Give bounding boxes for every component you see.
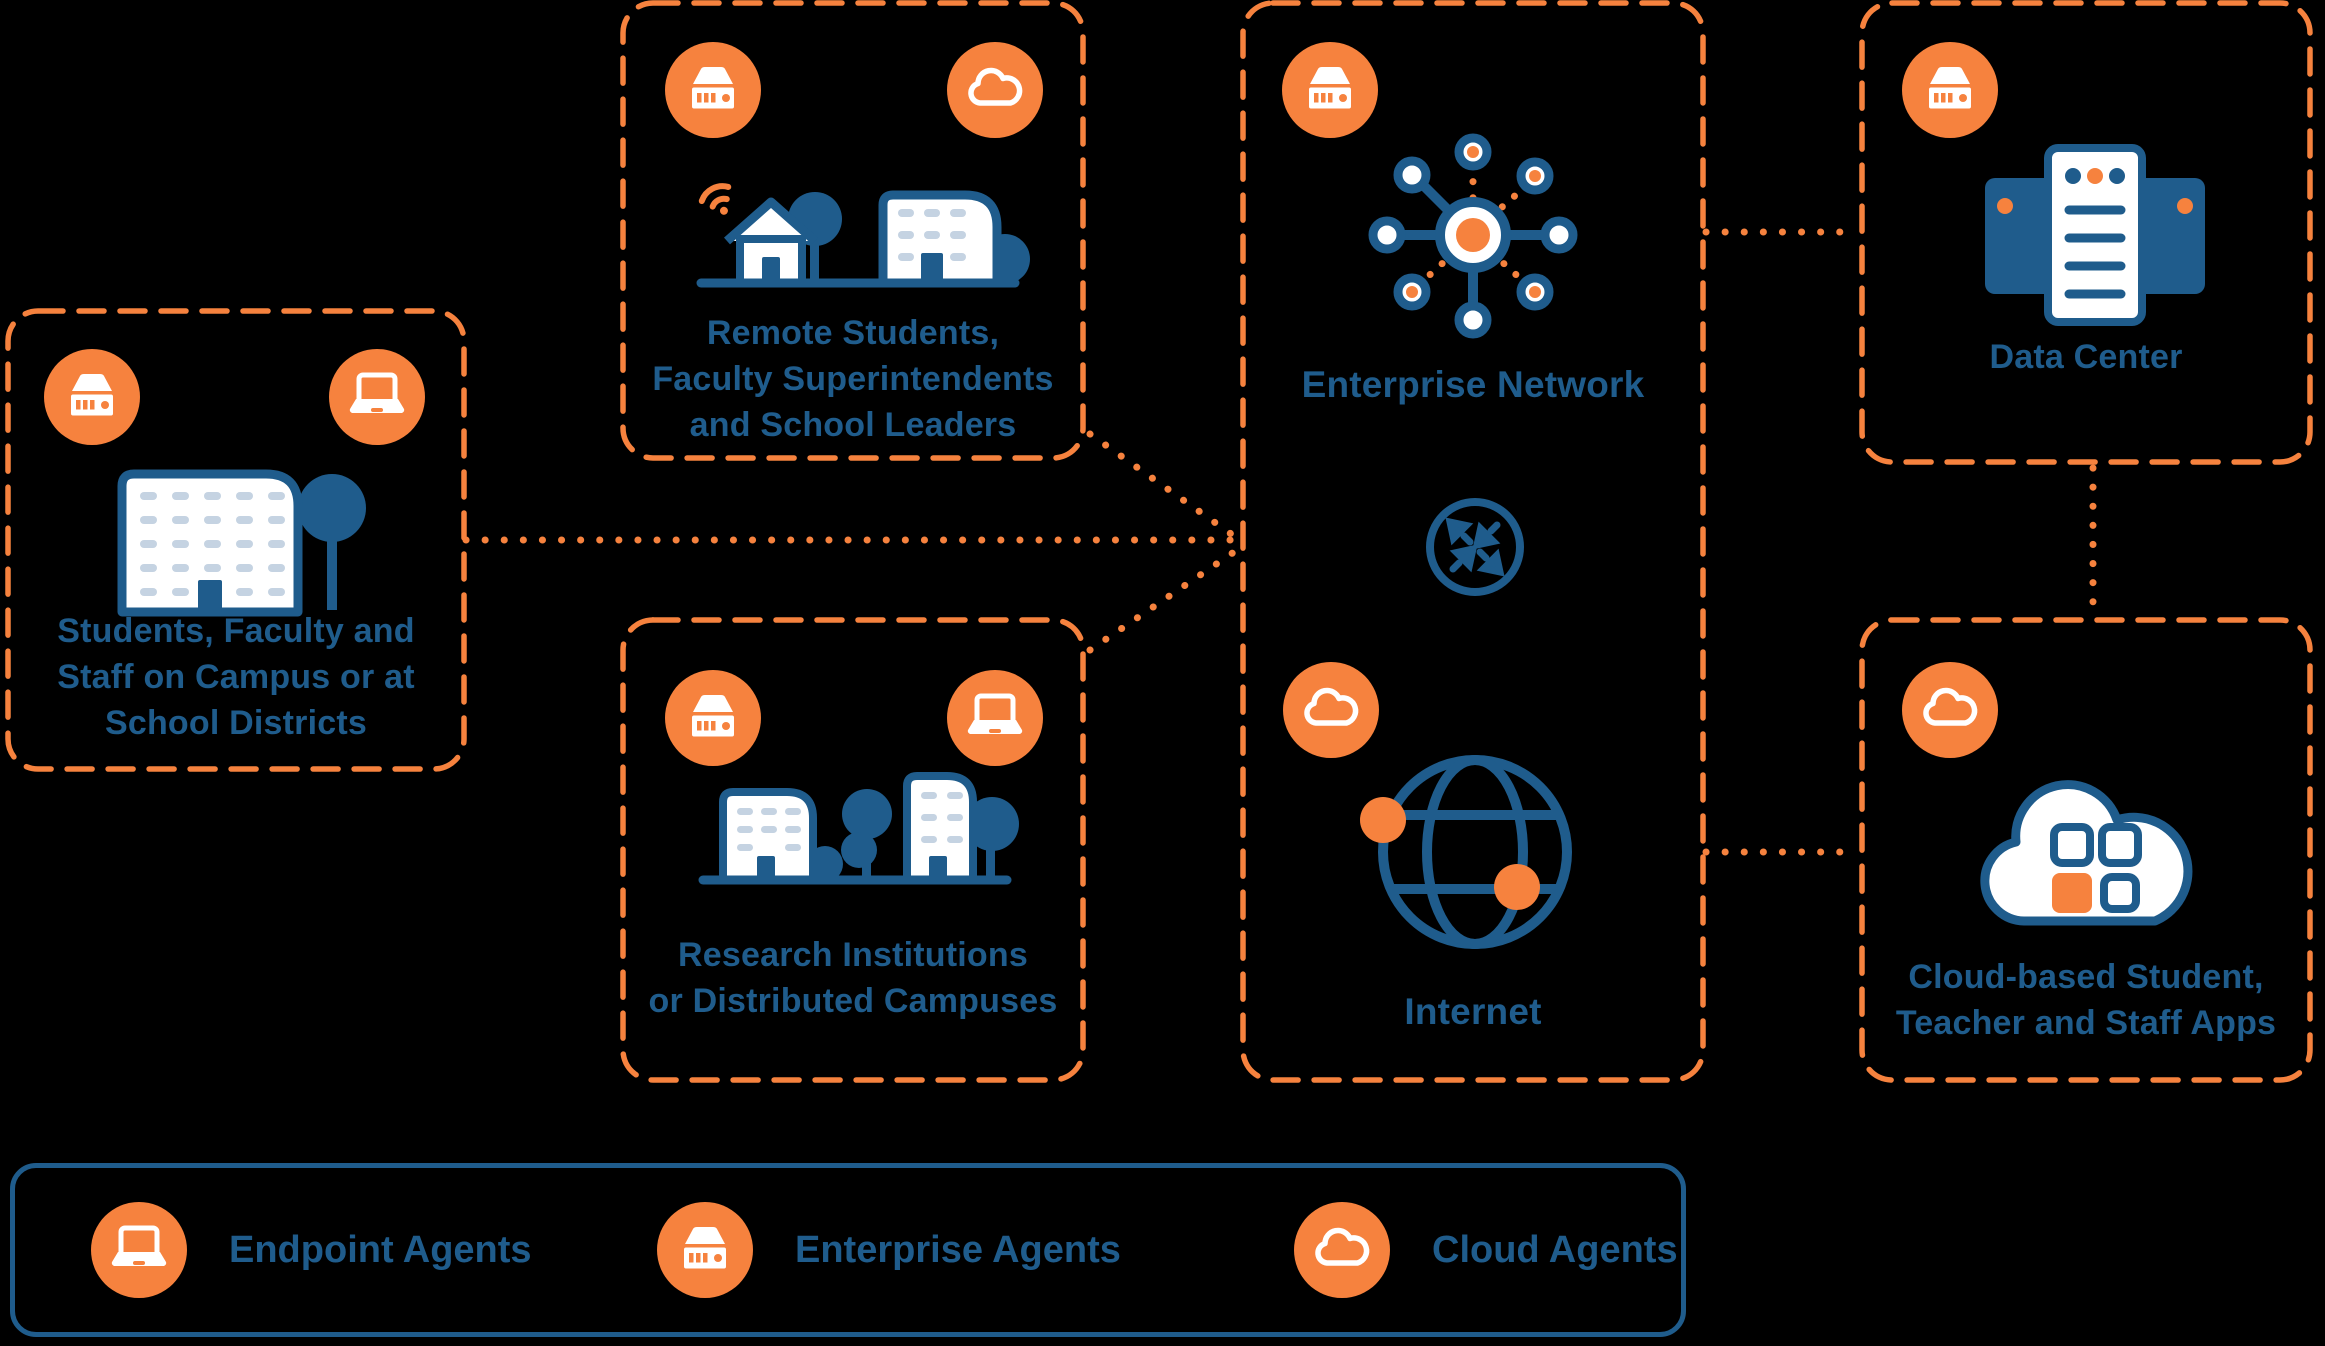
campus-label-line3: School Districts	[104, 704, 368, 742]
legend-item-cloud: Cloud Agents	[1294, 1202, 1678, 1298]
enterprise-device-icon	[657, 1202, 753, 1298]
data-center-server-icon	[1985, 144, 2205, 326]
laptop-icon	[329, 349, 425, 445]
data-center-label: Data Center	[1989, 338, 2183, 376]
enterprise-device-icon	[44, 349, 140, 445]
remote-home-illustration	[696, 183, 1030, 288]
campus-label: Students, Faculty and Staff on Campus or…	[8, 608, 464, 746]
cloud-apps-label: Cloud-based Student, Teacher and Staff A…	[1862, 954, 2310, 1046]
internet-label: Internet	[1404, 991, 1542, 1032]
enterprise-device-icon	[665, 42, 761, 138]
remote-label-line2: Faculty Superintendents	[652, 360, 1054, 398]
cloud-icon	[1902, 662, 1998, 758]
remote-label-line1: Remote Students,	[706, 314, 1000, 352]
campus-label-line2: Staff on Campus or at	[57, 658, 415, 696]
campus-building-illustration	[117, 469, 366, 617]
remote-label-line3: and School Leaders	[689, 406, 1017, 444]
cloud-icon	[1283, 662, 1379, 758]
cloud-icon	[947, 42, 1043, 138]
research-label-line2: or Distributed Campuses	[648, 982, 1058, 1020]
campus-label-line1: Students, Faculty and	[57, 612, 415, 650]
research-label-line1: Research Institutions	[678, 936, 1028, 974]
cloud-apps-icon	[1980, 780, 2193, 926]
enterprise-device-icon	[1902, 42, 1998, 138]
enterprise-device-icon	[1282, 42, 1378, 138]
cloud-apps-label-line2: Teacher and Staff Apps	[1895, 1004, 2277, 1042]
legend-box: Endpoint Agents Enterprise Agents Cloud …	[10, 1163, 1686, 1337]
research-label: Research Institutions or Distributed Cam…	[623, 932, 1083, 1024]
cloud-apps-label-line1: Cloud-based Student,	[1908, 958, 2264, 996]
legend-item-enterprise: Enterprise Agents	[657, 1202, 1121, 1298]
remote-label: Remote Students, Faculty Superintendents…	[623, 310, 1083, 448]
legend-endpoint-label: Endpoint Agents	[229, 1228, 532, 1271]
legend-cloud-label: Cloud Agents	[1432, 1228, 1678, 1271]
internet-globe-icon	[1360, 755, 1572, 949]
enterprise-network-label: Enterprise Network	[1301, 364, 1645, 405]
connector-remote-to-network	[1086, 430, 1238, 540]
connector-research-to-network	[1086, 548, 1238, 654]
research-campus-illustration	[698, 772, 1019, 885]
transfer-arrows-icon	[1426, 498, 1524, 596]
laptop-icon	[947, 670, 1043, 766]
legend-item-endpoint: Endpoint Agents	[91, 1202, 532, 1298]
enterprise-device-icon	[665, 670, 761, 766]
laptop-icon	[91, 1202, 187, 1298]
legend-enterprise-label: Enterprise Agents	[795, 1228, 1121, 1271]
enterprise-network-hub-icon	[1368, 133, 1578, 339]
cloud-icon	[1294, 1202, 1390, 1298]
